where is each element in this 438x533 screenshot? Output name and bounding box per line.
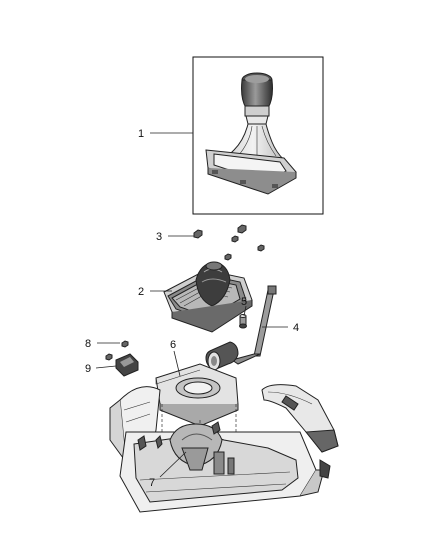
floor-console-icon	[109, 386, 331, 513]
callout-9: 9	[85, 363, 91, 375]
shift-knob-icon	[241, 72, 273, 125]
mount-block-icon	[115, 353, 139, 377]
pin-icon	[239, 314, 247, 329]
callout-3: 3	[156, 231, 162, 243]
callout-7: 7	[149, 477, 155, 489]
boot-assembly-icon	[163, 261, 253, 333]
callout-8: 8	[85, 338, 91, 350]
callout-6: 6	[170, 339, 176, 351]
callout-5: 5	[241, 296, 247, 308]
shift-lever-icon	[205, 285, 277, 371]
inset-frame	[192, 56, 324, 215]
nut-icon	[193, 224, 265, 261]
leader-lines	[95, 132, 288, 478]
callout-4: 4	[293, 322, 299, 334]
bezel-frame-icon	[205, 149, 297, 195]
parking-brake-icon	[261, 384, 339, 453]
callout-1: 1	[138, 128, 144, 140]
clip-icon	[105, 340, 129, 361]
callout-2: 2	[138, 286, 144, 298]
